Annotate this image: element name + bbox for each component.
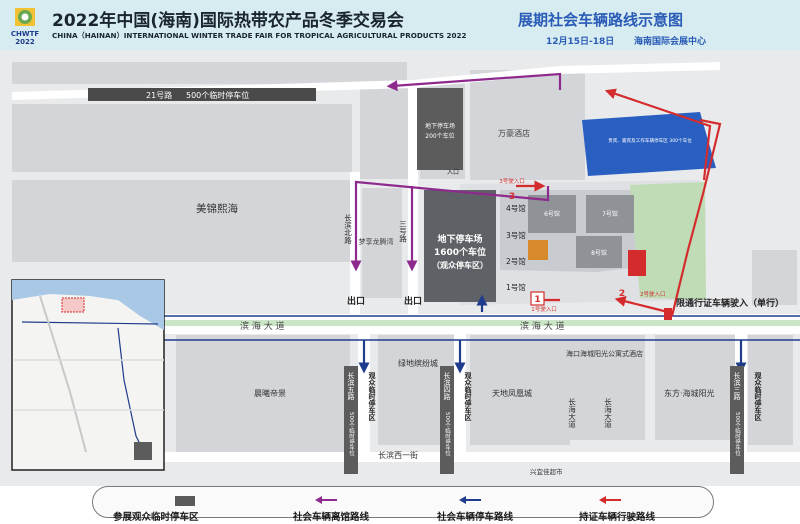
lot-1600-label-1: 地下停车场 [437,233,482,245]
road-binhai-label-2: 滨 海 大 道 [520,320,565,332]
viewer-temp-4: 观众临时停车区 [464,371,473,422]
legend-park-label: 社会车辆停车路线 [437,512,514,523]
legend-pass-arrow-icon [599,496,621,504]
fair-venue: 海南国际会展中心 [634,37,707,47]
area-lvdi: 绿地缤纷城 [398,358,438,368]
underground-lot-200-label-1: 地下停车场 [425,122,455,130]
hall-6-building [528,195,576,233]
road-sanjie: 三号路 [398,220,407,243]
fair-logo-icon: CHWTF 2022 [11,8,39,46]
road-21-parking-label: 500个临时停车位 [186,90,249,100]
guest-parking-area [582,112,716,176]
road-changbin-3: 长滨三路 [733,371,741,401]
map-title: 展期社会车辆路线示意图 [518,11,684,29]
lot-1600-label-2: 1600个车位 [434,246,486,258]
guest-parking-label: 贵宾、嘉宾及工作车辆停车区 300个车位 [608,137,692,144]
fair-title-en: CHINA（HAINAN）INTERNATIONAL WINTER TRADE … [52,31,467,40]
header-banner: CHWTF 2022 2022年中国(海南)国际热带农产品冬季交易会 CHINA… [0,0,800,50]
legend-leave-arrow-icon [315,496,337,504]
inset-overview-map [11,279,165,471]
hall-2-label: 2号馆 [506,256,526,266]
area-tiandi: 天地凤凰城 [492,388,532,398]
viewer-parking-bar-3 [730,366,744,474]
underground-lot-200 [417,88,463,170]
legend-parking-swatch [175,496,195,506]
guest-building [628,250,646,276]
road-changbin-north: 长滨北路 [343,213,352,245]
fair-dates: 12月15日-18日 [546,37,615,47]
route-map: 21号路 500个临时停车位 滨 海 大 道 滨 海 大 道 美锦熙海 万豪酒店… [0,50,800,486]
hall-7-label: 7号馆 [602,210,618,218]
legend-park-arrow-icon [459,496,481,504]
hall-8-label: 8号馆 [591,249,607,257]
area-wanhao: 万豪酒店 [498,128,530,138]
exit-label-1: 出口 [347,295,365,307]
hall-8-building [576,236,622,268]
entrance-1-number: 1 [534,295,540,305]
road-changbin-4: 长滨四路 [443,371,451,401]
area-mengxiang: 梦享龙腾湾 [359,237,394,246]
viewer-temp-3: 观众临时停车区 [754,371,763,422]
area-chenxi: 晨曦帝景 [254,388,286,398]
legend-bar: 参展观众临时停车区 社会车辆离馆路线 社会车辆停车路线 持证车辆行驶路线 [92,486,714,523]
road-binhai-label-1: 滨 海 大 道 [240,320,285,332]
hall-4-label: 4号馆 [506,203,526,213]
underground-lot-200-label-2: 200个车位 [425,132,454,140]
entrance-1-label: 1号驶入口 [531,305,557,313]
underground-lot-1600 [424,190,496,302]
viewer-temp-5: 观众临时停车区 [368,371,377,422]
parking-500-3: 500个临时停车位 [734,412,741,456]
hall-3-label: 3号馆 [506,230,526,240]
entrance-1-badge [530,291,545,306]
area-dongfang: 东方·海城阳光 [664,388,715,398]
entrance-2-label: 2号驶入口 [640,290,666,298]
city-blocks [12,62,797,455]
legend-parking-label: 参展观众临时停车区 [113,512,199,523]
hall-6-label: 6号馆 [544,210,560,218]
lot-1600-label-3: （观众停车区） [432,260,488,270]
area-meijin: 美锦熙海 [196,202,238,215]
parking-500-5: 500个临时停车位 [348,412,355,456]
logo-year: 2022 [15,38,35,46]
area-xingjie: 兴宜佳超市 [530,467,563,476]
entrance-label-small: 入口 [447,169,459,176]
hall-1-label: 1号馆 [506,282,526,292]
logo-text: CHWTF [11,30,39,38]
hall-7-building [586,195,634,233]
parking-500-4: 500个临时停车位 [444,412,451,456]
road-changhai-1: 长海大道 [567,397,576,430]
leave-routes [350,72,712,272]
viewer-parking-bar-4 [440,366,454,474]
road-changhai-2: 长海大道 [603,397,612,430]
road-21-parking-bar [88,88,316,101]
road-21-label: 21号路 [146,90,172,100]
exit-label-2: 出口 [404,295,422,307]
legend-pass-label: 持证车辆行驶路线 [579,512,656,523]
main-hall-building [528,240,548,260]
fair-title-cn: 2022年中国(海南)国际热带农产品冬季交易会 [52,11,404,31]
area-haikou: 海口海城阳光公寓式酒店 [566,349,643,358]
road-changbin-5: 长滨五路 [347,371,355,401]
binhai-median [12,320,800,326]
restricted-label: 限通行证车辆驶入（单行） [676,297,784,309]
park-routes [358,294,747,374]
green-park [630,182,706,300]
road-changbin-west1: 长滨西一街 [378,450,418,460]
restricted-marker [664,308,672,320]
entrance-2-number: 2 [619,289,625,299]
legend-leave-label: 社会车辆离馆路线 [293,512,370,523]
entrance-3-number: 3 [509,192,515,202]
entrance-3-label: 3号驶入口 [499,177,525,185]
viewer-parking-bar-5 [344,366,358,474]
